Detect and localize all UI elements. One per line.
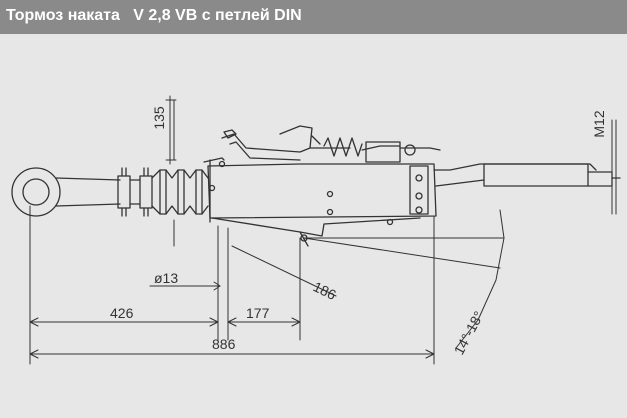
dimension-angle-label: 14°-18° bbox=[451, 308, 487, 357]
reference-lines bbox=[29, 99, 613, 365]
dimension-177-label: 177 bbox=[246, 305, 270, 321]
bellows bbox=[151, 169, 209, 215]
brake-lever bbox=[221, 125, 441, 163]
dimension-135-label: 135 bbox=[151, 106, 167, 130]
dimension-diameter-13-label: ø13 bbox=[154, 270, 178, 286]
page-title: Тормоз наката V 2,8 VB с петлей DIN bbox=[6, 7, 302, 24]
title-bar: Тормоз наката V 2,8 VB с петлей DIN bbox=[0, 0, 627, 34]
dimension-lines bbox=[29, 95, 617, 359]
towing-eye bbox=[11, 167, 121, 217]
shock-absorber bbox=[433, 163, 621, 187]
housing bbox=[203, 157, 437, 247]
dimension-426-label: 426 bbox=[110, 305, 134, 321]
dimension-m12-label: M12 bbox=[591, 110, 607, 137]
clamp bbox=[117, 167, 153, 217]
dimension-886-label: 886 bbox=[212, 336, 236, 352]
dimension-186-label: 186 bbox=[311, 278, 339, 303]
technical-drawing: 135 M12 ø13 186 426 177 886 14°-18° bbox=[11, 95, 621, 365]
